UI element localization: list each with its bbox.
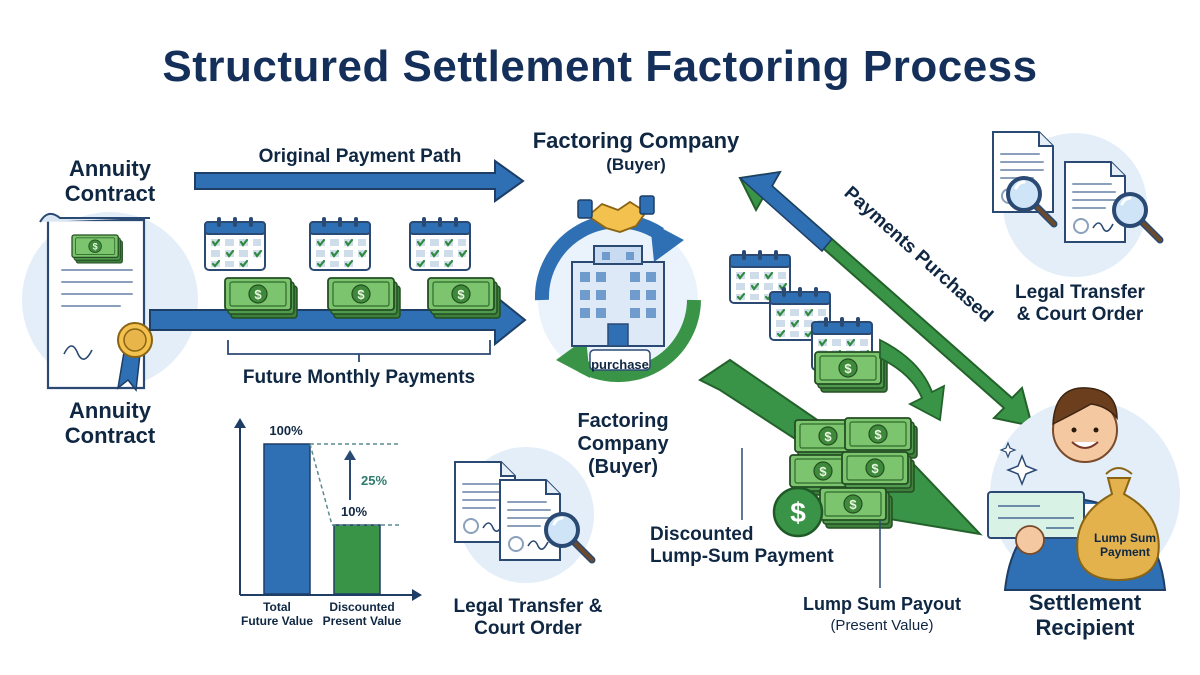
legal-top-label: Legal Transfer & Court Order [1000,282,1160,326]
original-path-arrow [194,159,525,203]
category-label-discounted: Discounted Present Value [314,600,410,629]
factoring-company-top-label: Factoring Company (Buyer) [516,128,756,175]
bag-line-2: Payment [1099,544,1151,559]
factoring-cycle-illustration [534,195,701,383]
legal-bottom-label: Legal Transfer & Court Order [438,596,618,640]
lump-payout-line-2: (Present Value) [830,616,934,634]
legal-top-line-1: Legal Transfer [1015,282,1145,303]
legal-bottom-line-2: Court Order [474,617,582,639]
legal-top-line-2: & Court Order [1016,303,1144,325]
annuity-bottom-line-2: Contract [64,423,156,449]
value-bar-chart [234,418,422,601]
annuity-contract-illustration [22,212,198,392]
legal-bottom-illustration [454,447,594,583]
category-discounted-line-1: Discounted [329,600,395,614]
factoring-bottom-line-3: (Buyer) [587,456,658,478]
money-stack: $ [772,417,918,538]
recipient-line-1: Settlement [1028,590,1142,615]
annuity-top-line-1: Annuity [69,156,151,181]
factoring-bottom-line-2: Company [577,433,669,455]
category-total-line-1: Total [263,600,291,614]
lump-payout-line-1: Lump Sum Payout [802,594,961,614]
purchase-tag: purchase [591,357,649,372]
annuity-bottom-line-1: Annuity [69,398,151,423]
annuity-label-bottom: Annuity Contract [40,398,180,449]
factoring-top-line-2: (Buyer) [606,155,666,175]
settlement-recipient-label: Settlement Recipient [1000,590,1170,641]
lump-payout-label: Lump Sum Payout (Present Value) [782,594,982,634]
bag-line-1: Lump Sum [1094,531,1156,545]
future-payments-group [203,215,501,319]
legal-bottom-line-1: Legal Transfer & [453,596,603,617]
recipient-line-2: Recipient [1035,615,1135,641]
future-payments-bracket [227,340,491,362]
discounted-line-1: Discounted [650,524,754,545]
factoring-top-line-1: Factoring Company [532,128,740,153]
annuity-label-top: Annuity Contract [40,156,180,207]
bag-label: Lump Sum Payment [1090,531,1160,560]
bar-discounted-present-value [333,524,381,595]
original-path-label: Original Payment Path [258,146,462,167]
annuity-top-line-2: Contract [64,181,156,207]
calendar-flow-arrow [879,338,946,422]
category-label-total: Total Future Value [238,600,316,629]
discounted-lump-label: Discounted Lump-Sum Payment [650,524,860,568]
legal-top-illustration [992,131,1160,277]
category-discounted-line-2: Present Value [322,613,402,628]
bar-total-future-value [263,443,311,595]
svg-text:$: $ [790,497,806,528]
factoring-company-bottom-label: Factoring Company (Buyer) [548,410,698,479]
factoring-bottom-line-1: Factoring [577,410,669,432]
bar-value-label-total: 100% [269,423,303,438]
recipient-illustration [987,387,1180,591]
bar-value-label-discounted: 10% [340,504,368,519]
category-total-line-2: Future Value [240,613,314,628]
page-title: Structured Settlement Factoring Process [162,42,1038,91]
difference-label: 25% [360,473,388,488]
discounted-line-2: Lump-Sum Payment [650,545,834,567]
future-payments-label: Future Monthly Payments [242,367,476,388]
